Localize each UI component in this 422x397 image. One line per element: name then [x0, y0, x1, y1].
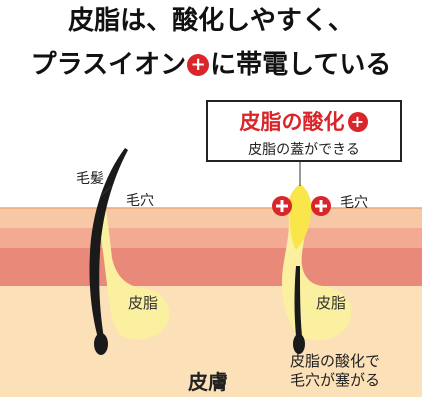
note-line-2: 毛穴が塞がる: [290, 371, 381, 389]
callout-subtitle: 皮脂の蓋ができる: [248, 142, 360, 158]
pore-label-right: 毛穴: [340, 195, 368, 211]
skin-pink-band: [0, 228, 422, 248]
title-line-2: プラスイオン+に帯電している: [0, 50, 422, 80]
hair-root-right: [293, 334, 305, 354]
title-line-2-suffix: に帯電している: [210, 50, 392, 80]
hair-strand: [89, 148, 128, 338]
hair-strand-right: [294, 266, 302, 336]
pore-label-left: 毛穴: [126, 193, 154, 209]
oxidation-callout: 皮脂の酸化+ 皮脂の蓋ができる: [206, 100, 402, 162]
clogged-pore-note: 皮脂の酸化で 毛穴が塞がる: [290, 352, 380, 390]
callout-title: 皮脂の酸化+: [208, 106, 400, 136]
title-line-1: 皮脂は、酸化しやすく、: [68, 6, 354, 36]
note-line-1: 皮脂の酸化で: [290, 352, 381, 370]
title-line-2-prefix: プラスイオン: [30, 50, 187, 80]
plus-ion-icon: +: [187, 54, 210, 76]
sebum-label-left: 皮脂: [128, 294, 159, 312]
callout-title-text: 皮脂の酸化: [239, 110, 345, 134]
hair-root: [94, 333, 108, 355]
oxidized-sebum-plug: [288, 184, 312, 250]
plus-ion-left-icon: [272, 196, 292, 216]
callout-plus-icon: +: [347, 112, 368, 132]
plus-ion-right-icon: [311, 196, 331, 216]
hair-leader-line: [100, 185, 112, 197]
hair-label: 毛髪: [76, 171, 104, 187]
skin-label: 皮膚: [188, 370, 228, 394]
sebaceous-gland-left: [96, 210, 170, 340]
sebum-label-right: 皮脂: [316, 294, 347, 312]
